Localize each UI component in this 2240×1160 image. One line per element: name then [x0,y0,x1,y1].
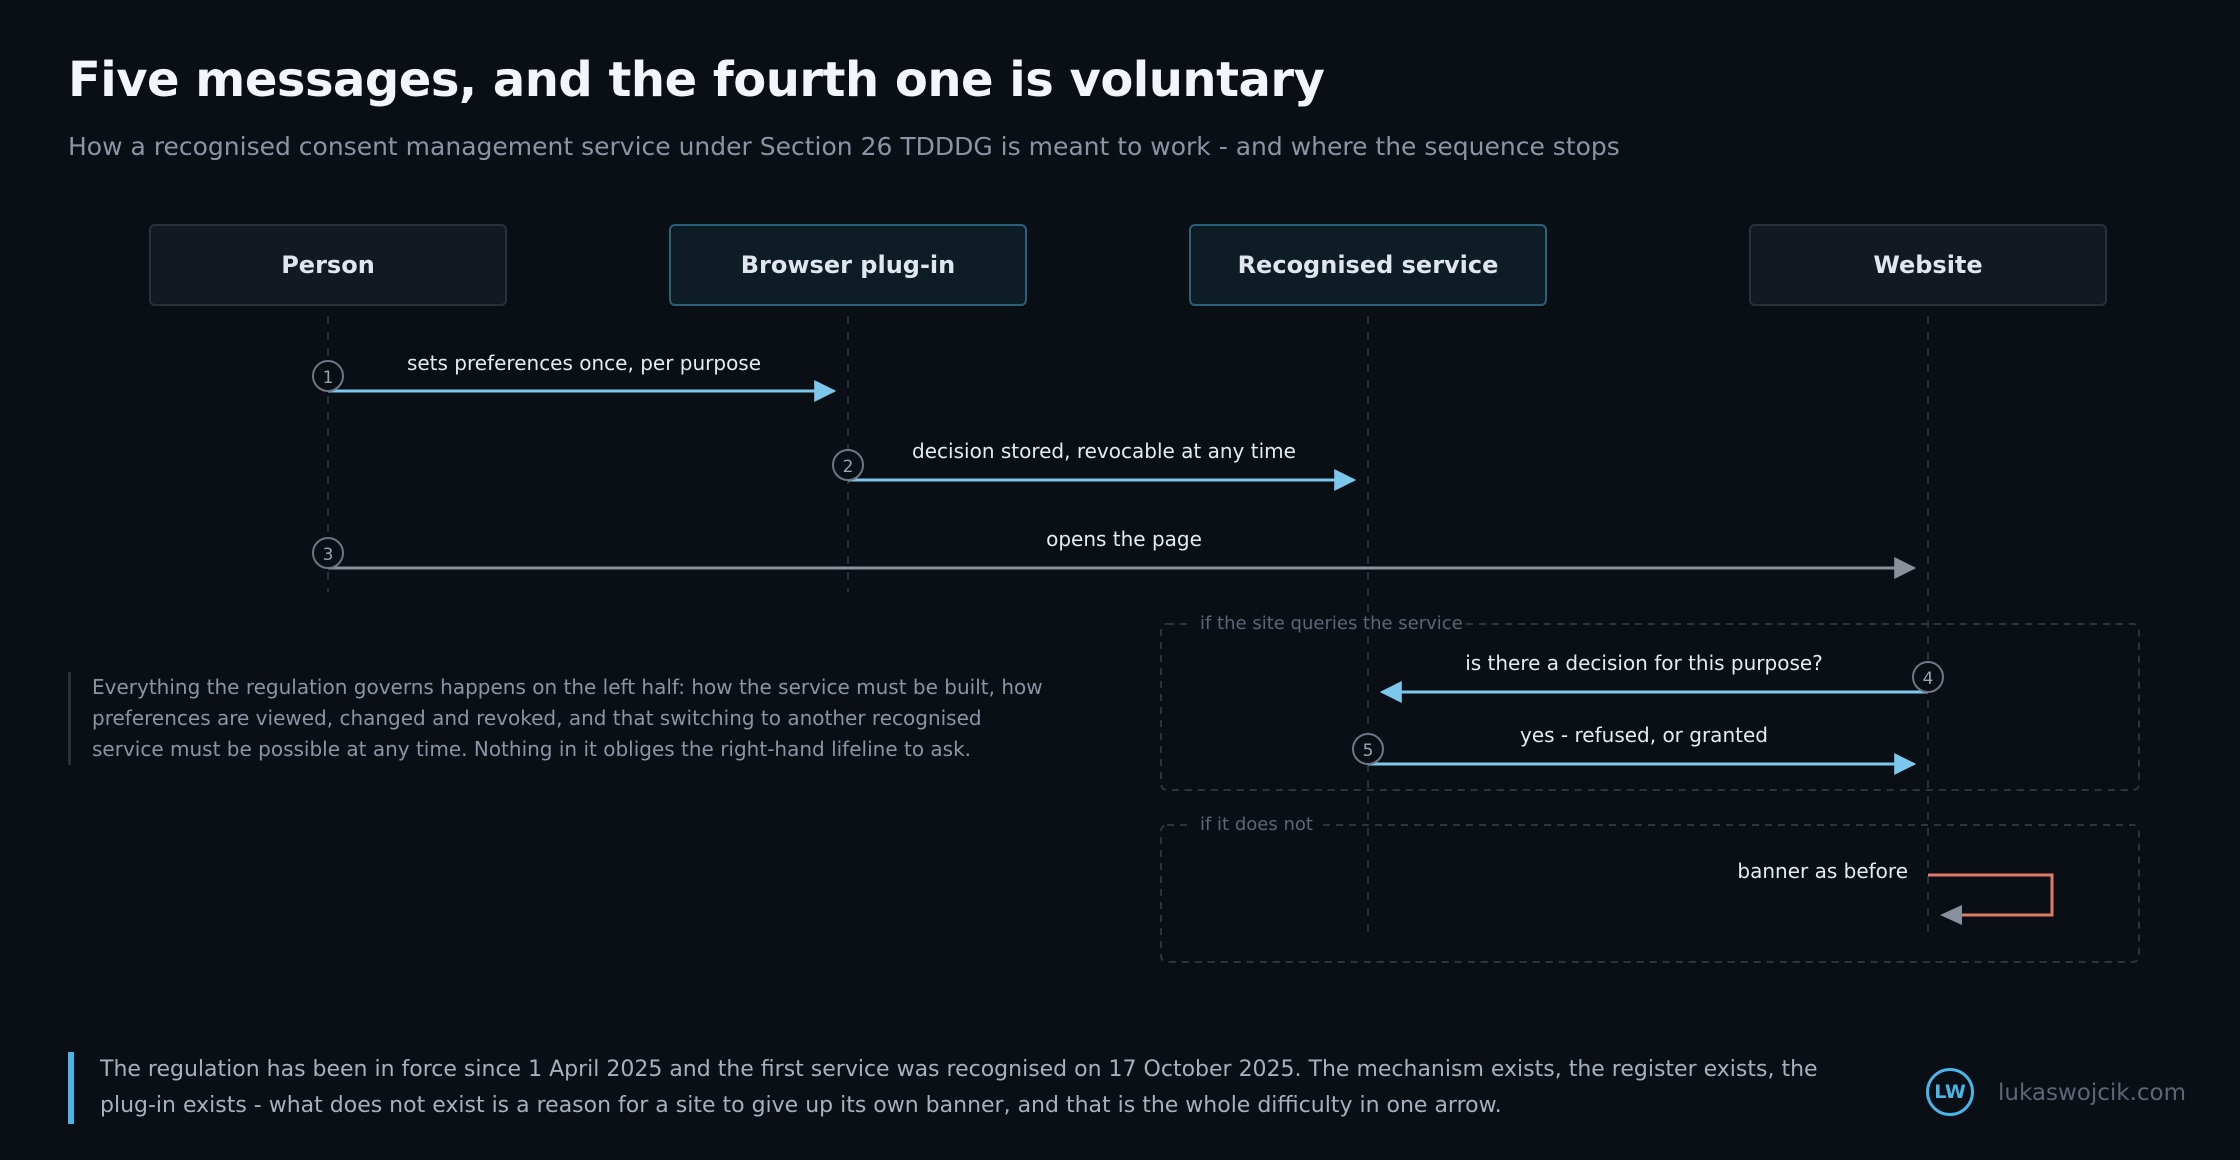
message-1-badge [312,360,344,392]
page-subtitle: How a recognised consent management serv… [68,132,1620,161]
message-3-label: opens the page [1046,527,1202,551]
self-message-loop [1928,873,2054,917]
fragment-query-frame [1160,623,2140,791]
message-5-label: yes - refused, or granted [1520,723,1768,747]
footer-text: The regulation has been in force since 1… [68,1052,1860,1124]
message-5-number: 5 [1363,741,1374,761]
actor-website: Website [1749,224,2107,306]
brand-site: lukaswojcik.com [1998,1080,2187,1106]
fragment-no-query-label: if it does not [1200,814,1313,835]
self-message-label: banner as before [1737,859,1908,883]
fragment-no-query-label-bg [1188,813,1320,837]
actor-browser-plugin: Browser plug-in [669,224,1027,306]
regulation-note: Everything the regulation governs happen… [68,672,1052,765]
message-4-number: 4 [1923,669,1934,689]
message-2-label: decision stored, revocable at any time [912,439,1296,463]
fragment-no-query-frame [1160,824,2140,963]
brand-logo: LW [1926,1068,1974,1116]
message-5-badge [1352,733,1384,765]
message-3-badge [312,537,344,569]
message-2-number: 2 [843,457,854,477]
fragment-query-label-bg [1188,612,1460,636]
actor-person: Person [149,224,507,306]
message-1-number: 1 [323,368,334,388]
self-message-arrowhead [1940,905,1962,925]
page-title: Five messages, and the fourth one is vol… [68,52,1325,108]
message-2-badge [832,449,864,481]
fragment-query-label: if the site queries the service [1200,613,1463,634]
message-4-badge [1912,661,1944,693]
message-4-label: is there a decision for this purpose? [1465,651,1823,675]
actor-recognised-service: Recognised service [1189,224,1547,306]
message-1-label: sets preferences once, per purpose [407,351,761,375]
message-3-number: 3 [323,545,334,565]
